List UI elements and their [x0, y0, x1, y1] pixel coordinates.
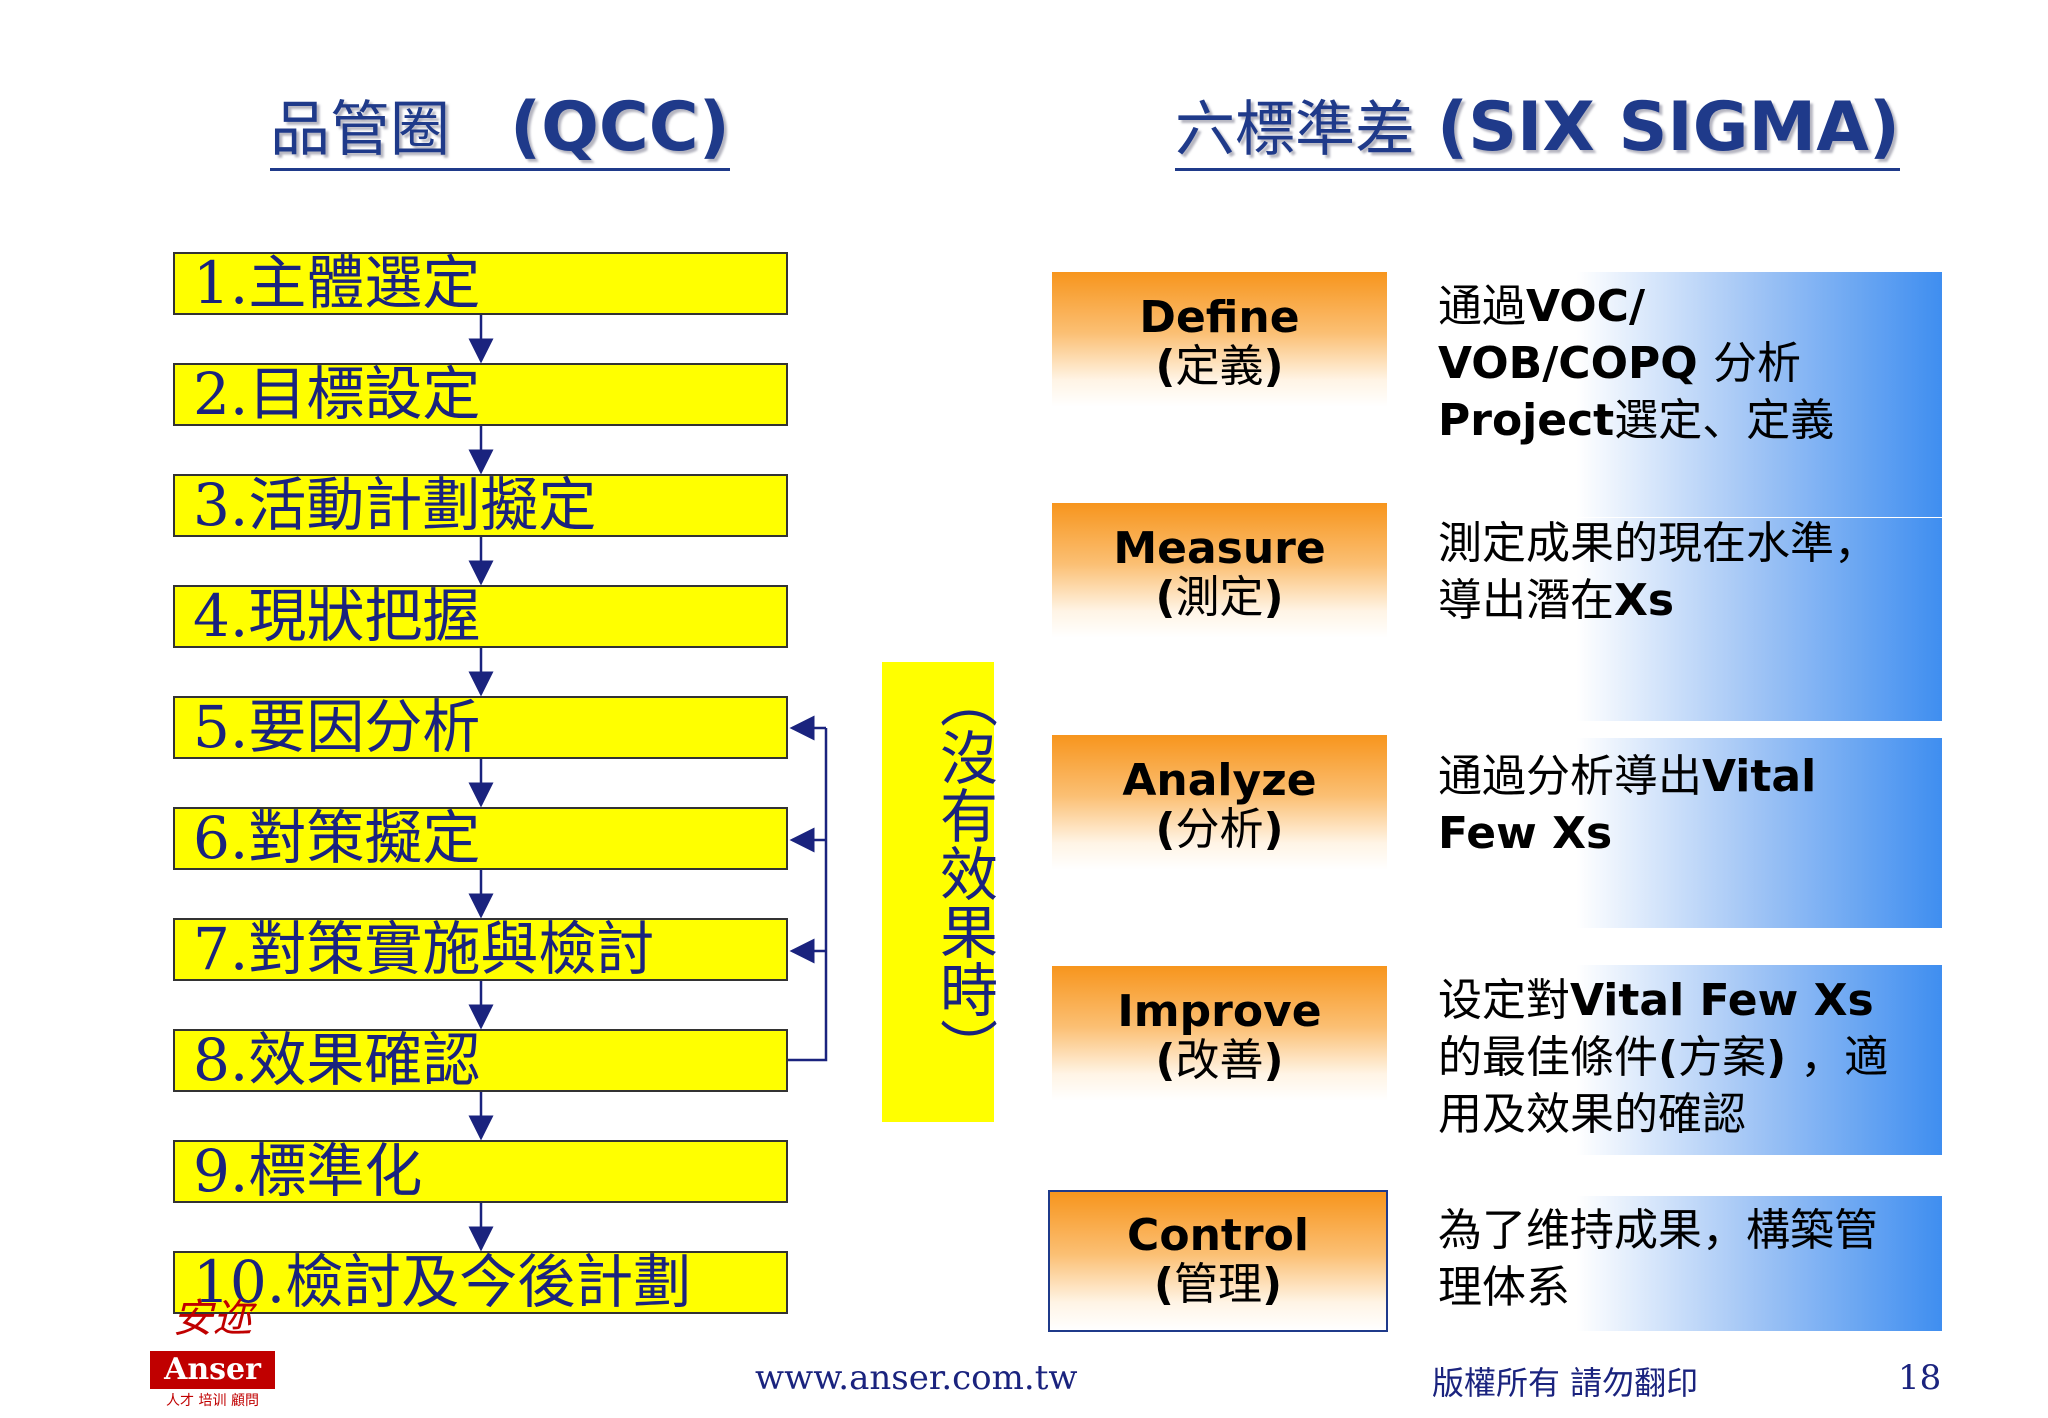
phase-control: Control (管理) — [1048, 1190, 1388, 1332]
six-sigma-title: 六標準差 (SIX SIGMA) — [1175, 88, 1900, 171]
six-sigma-title-latin: (SIX SIGMA) — [1437, 88, 1900, 167]
measure-desc: 測定成果的現在水準， 導出潛在Xs — [1438, 515, 1958, 629]
analyze-desc-panel — [1420, 738, 1942, 928]
qcc-step-4: 4.現狀把握 — [173, 585, 788, 648]
phase-improve: Improve (改善) — [1052, 966, 1387, 1101]
paren-close: ) — [1263, 572, 1284, 623]
improve-desc-c: 的最佳條件 — [1438, 1032, 1658, 1083]
page-number: 18 — [1898, 1358, 1942, 1398]
phase-control-sub: (管理) — [1050, 1260, 1386, 1310]
paren-close: ) — [1262, 1259, 1283, 1310]
phase-define-cjk: 定義 — [1175, 341, 1264, 392]
qcc-title-cjk: 品管圈 — [270, 95, 450, 165]
qcc-title-latin: (QCC) — [510, 88, 730, 167]
phase-analyze-cjk: 分析 — [1175, 804, 1264, 855]
paren-open: ( — [1155, 341, 1176, 392]
phase-define-name: Define — [1139, 292, 1300, 343]
qcc-step-6: 6.對策擬定 — [173, 807, 788, 870]
logo-top: 安迩 — [172, 1296, 253, 1342]
qcc-step-8: 8.效果確認 — [173, 1029, 788, 1092]
qcc-step-1: 1.主體選定 — [173, 252, 788, 315]
qcc-title: 品管圈 (QCC) — [270, 88, 730, 171]
footer-copyright: 版權所有 請勿翻印 — [1432, 1364, 1699, 1402]
define-desc-e: 選定、定義 — [1614, 395, 1835, 446]
define-desc-c: 分析 — [1712, 338, 1801, 389]
measure-desc-panel — [1420, 518, 1942, 721]
improve-desc-f: ) — [1766, 1032, 1787, 1083]
improve-desc-d: ( — [1658, 1032, 1679, 1083]
paren-open: ( — [1155, 804, 1176, 855]
qcc-step-9: 9.標準化 — [173, 1140, 788, 1203]
define-desc: 通過VOC/ VOB/COPQ 分析 Project選定、定義 — [1438, 278, 1958, 449]
qcc-step-5: 5.要因分析 — [173, 696, 788, 759]
qcc-step-10: 10.檢討及今後計劃 — [173, 1251, 788, 1314]
measure-desc-a: 測定成果的現在水準， 導出潛在 — [1438, 518, 1878, 626]
paren-close: ) — [1263, 341, 1284, 392]
logo-bottom: 人才 培训 顧問 — [166, 1393, 259, 1409]
control-desc: 為了维持成果，構築管 理体系 — [1438, 1202, 1958, 1316]
phase-analyze: Analyze (分析) — [1052, 735, 1387, 870]
phase-analyze-name: Analyze — [1122, 755, 1317, 806]
phase-define: Define (定義) — [1052, 272, 1387, 407]
paren-close: ) — [1263, 804, 1284, 855]
no-effect-label: （沒有效果時） — [930, 670, 998, 1076]
footer-url: www.anser.com.tw — [755, 1358, 1078, 1398]
no-effect-badge: （沒有效果時） — [882, 662, 998, 1122]
define-desc-a: 通過 — [1438, 281, 1526, 332]
control-desc-panel — [1420, 1196, 1942, 1331]
paren-open: ( — [1155, 1035, 1176, 1086]
phase-control-name: Control — [1127, 1210, 1309, 1261]
six-sigma-title-cjk: 六標準差 — [1175, 95, 1415, 165]
improve-desc-g: ，適 用及效果的確認 — [1438, 1032, 1889, 1140]
phase-measure-sub: (測定) — [1052, 573, 1387, 623]
qcc-step-7: 7.對策實施與檢討 — [173, 918, 788, 981]
phase-measure-name: Measure — [1113, 523, 1326, 574]
logo-band: Anser — [150, 1351, 275, 1389]
improve-desc-panel — [1420, 965, 1942, 1155]
improve-desc-e: 方案 — [1678, 1032, 1767, 1083]
analyze-desc-b: Vital Few Xs — [1438, 751, 1817, 859]
improve-desc-a: 设定對 — [1438, 975, 1570, 1026]
phase-measure-cjk: 測定 — [1175, 572, 1264, 623]
qcc-step-2: 2.目標設定 — [173, 363, 788, 426]
define-desc-b: VOC/ VOB/COPQ — [1438, 281, 1698, 389]
analyze-desc-a: 通過分析導出 — [1438, 751, 1702, 802]
phase-analyze-sub: (分析) — [1052, 805, 1387, 855]
define-desc-d: Project — [1438, 395, 1615, 446]
phase-define-sub: (定義) — [1052, 342, 1387, 392]
paren-close: ) — [1263, 1035, 1284, 1086]
anser-logo: 安迩 Anser 人才 培训 顧問 — [150, 1285, 275, 1410]
phase-improve-sub: (改善) — [1052, 1036, 1387, 1086]
qcc-step-3: 3.活動計劃擬定 — [173, 474, 788, 537]
phase-improve-name: Improve — [1117, 986, 1322, 1037]
paren-open: ( — [1155, 572, 1176, 623]
analyze-desc: 通過分析導出Vital Few Xs — [1438, 748, 1958, 862]
measure-desc-b: Xs — [1614, 575, 1675, 626]
define-desc-panel — [1420, 272, 1942, 517]
improve-desc-b: Vital Few Xs — [1570, 975, 1874, 1026]
improve-desc: 设定對Vital Few Xs 的最佳條件(方案) ，適 用及效果的確認 — [1438, 972, 1958, 1143]
feedback-loop — [788, 715, 828, 1062]
paren-open: ( — [1153, 1259, 1174, 1310]
control-desc-a: 為了维持成果，構築管 理体系 — [1438, 1205, 1878, 1313]
phase-control-cjk: 管理 — [1174, 1259, 1262, 1310]
phase-measure: Measure (測定) — [1052, 503, 1387, 638]
phase-improve-cjk: 改善 — [1175, 1035, 1264, 1086]
